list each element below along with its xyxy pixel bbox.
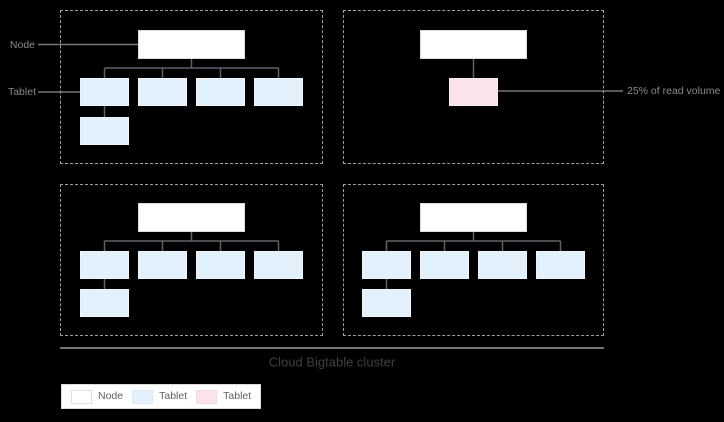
node-box: [420, 30, 527, 59]
tablet-box: [138, 78, 187, 106]
quadrant-top-right: [343, 10, 604, 164]
legend-label: Tablet: [159, 390, 188, 403]
tablet-box: [196, 78, 245, 106]
node-box: [138, 30, 245, 59]
hot-tablet-box: [449, 78, 498, 106]
cluster-title: Cloud Bigtable cluster: [268, 354, 396, 370]
node-box: [138, 203, 245, 232]
hot-tablet-swatch: [196, 389, 218, 404]
tablet-box: [196, 251, 245, 279]
tablet-box: [138, 251, 187, 279]
legend-item-hot-tablet: Tablet: [196, 389, 252, 404]
legend-label: Tablet: [223, 390, 252, 403]
legend-label: Node: [98, 390, 124, 403]
node-box: [420, 203, 527, 232]
tablet-swatch: [132, 389, 154, 404]
node-swatch: [71, 389, 92, 404]
tablet-box: [536, 251, 585, 279]
tablet-box: [254, 251, 303, 279]
legend-item-tablet: Tablet: [132, 389, 188, 404]
tablet-box: [420, 251, 469, 279]
tablet-box: [362, 251, 411, 279]
quadrant-bottom-left: [60, 184, 323, 336]
tablet-box: [80, 117, 129, 145]
tablet-box: [80, 78, 129, 106]
quadrant-top-left: [60, 10, 323, 164]
quadrant-bottom-right: [343, 184, 604, 336]
legend-item-node: Node: [71, 389, 124, 404]
tablet-box: [80, 289, 129, 317]
tablet-box: [254, 78, 303, 106]
tablet-box: [478, 251, 527, 279]
read-volume-callout-label: 25% of read volume: [627, 84, 721, 97]
tablet-callout-label: Tablet: [7, 85, 36, 98]
tablet-box: [362, 289, 411, 317]
node-callout-label: Node: [9, 38, 35, 51]
legend: Node Tablet Tablet: [61, 384, 262, 409]
tablet-box: [80, 251, 129, 279]
